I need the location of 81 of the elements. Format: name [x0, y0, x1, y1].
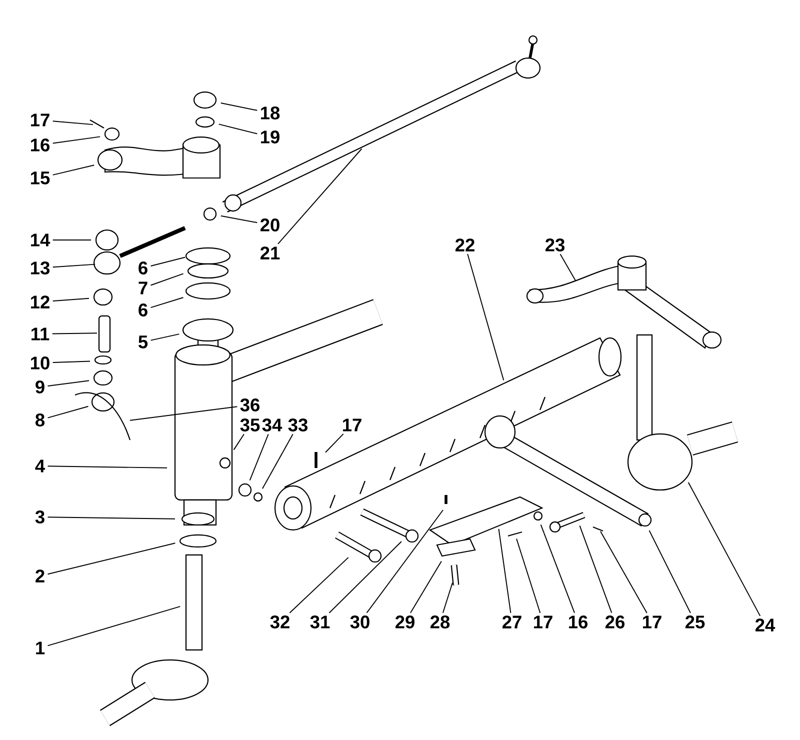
leader-line	[150, 296, 184, 308]
callout-number: 16	[31, 138, 50, 152]
callout-number: 30	[350, 616, 370, 628]
callout-number: 20	[260, 218, 280, 232]
leader-line	[366, 510, 444, 614]
callout-number: 35	[240, 418, 260, 432]
callout-number: 4	[35, 460, 45, 472]
callout-number: 17	[642, 616, 662, 628]
callout-number: 22	[455, 238, 474, 252]
leader-line	[150, 334, 180, 341]
callout-number: 34	[262, 418, 282, 432]
callout-number: 21	[260, 246, 280, 260]
leader-line	[47, 466, 168, 468]
callout-number: 36	[240, 398, 260, 412]
leader-line	[262, 434, 294, 490]
callout-number: 15	[31, 172, 50, 184]
callout-number: 1	[36, 642, 45, 654]
leader-line	[648, 530, 691, 614]
leader-line	[410, 560, 442, 614]
leader-line	[220, 215, 258, 224]
leader-line	[540, 524, 575, 614]
callout-number: 8	[36, 414, 45, 426]
callout-number: 17	[534, 616, 552, 628]
callout-number: 18	[261, 106, 280, 120]
callout-number: 31	[310, 616, 330, 628]
callout-number: 33	[288, 418, 308, 432]
leader-line	[289, 556, 349, 614]
callout-number: 23	[545, 238, 564, 252]
leader-line	[52, 332, 98, 334]
leader-line	[233, 434, 244, 450]
callout-number: 5	[138, 336, 148, 348]
leader-line	[277, 148, 362, 244]
callout-number: 16	[568, 616, 588, 628]
leader-line	[442, 582, 453, 614]
callout-number: 26	[605, 616, 624, 628]
leader-line	[249, 434, 269, 481]
callout-number: 13	[31, 262, 50, 274]
leader-line	[52, 264, 96, 268]
callout-number: 12	[31, 296, 50, 308]
leader-line	[52, 120, 94, 126]
callout-number: 10	[31, 356, 50, 370]
callout-number: 17	[31, 114, 50, 126]
callout-number: 6	[138, 262, 148, 274]
leader-line	[47, 516, 176, 520]
leader-line	[52, 164, 95, 176]
leader-line	[560, 254, 576, 282]
callout-number: 14	[31, 234, 50, 246]
callout-number: 7	[138, 282, 148, 294]
leader-line	[52, 298, 90, 302]
leader-line	[150, 273, 184, 286]
leader-line	[688, 482, 761, 616]
leader-line	[47, 542, 176, 575]
leader-line	[150, 256, 186, 267]
callout-number: 27	[502, 616, 522, 628]
callout-number: 24	[755, 618, 776, 632]
leader-line	[47, 380, 90, 386]
leader-line	[47, 406, 89, 418]
callout-number: 9	[36, 380, 44, 394]
callout-number: 17	[342, 418, 362, 432]
leader-line	[52, 136, 101, 144]
callout-number: 6	[138, 304, 148, 316]
leader-line	[328, 541, 402, 614]
leader-line	[516, 538, 541, 614]
callout-number: 25	[685, 616, 705, 628]
callout-number: 19	[261, 130, 280, 144]
leader-line	[220, 102, 258, 111]
leader-line	[218, 124, 258, 134]
leader-line	[47, 606, 181, 646]
leader-line	[600, 530, 648, 614]
callout-number: 3	[35, 510, 44, 524]
callout-number: 28	[430, 616, 450, 628]
leader-line	[467, 254, 504, 381]
callout-number: 32	[270, 616, 290, 628]
callout-number: 29	[395, 616, 414, 628]
callout-number: 2	[36, 570, 44, 582]
leader-line	[325, 433, 344, 453]
leader-line	[52, 360, 90, 364]
callout-number: 11	[32, 328, 50, 340]
leader-line	[129, 406, 238, 421]
leader-line	[579, 525, 612, 614]
leader-line	[498, 528, 512, 614]
